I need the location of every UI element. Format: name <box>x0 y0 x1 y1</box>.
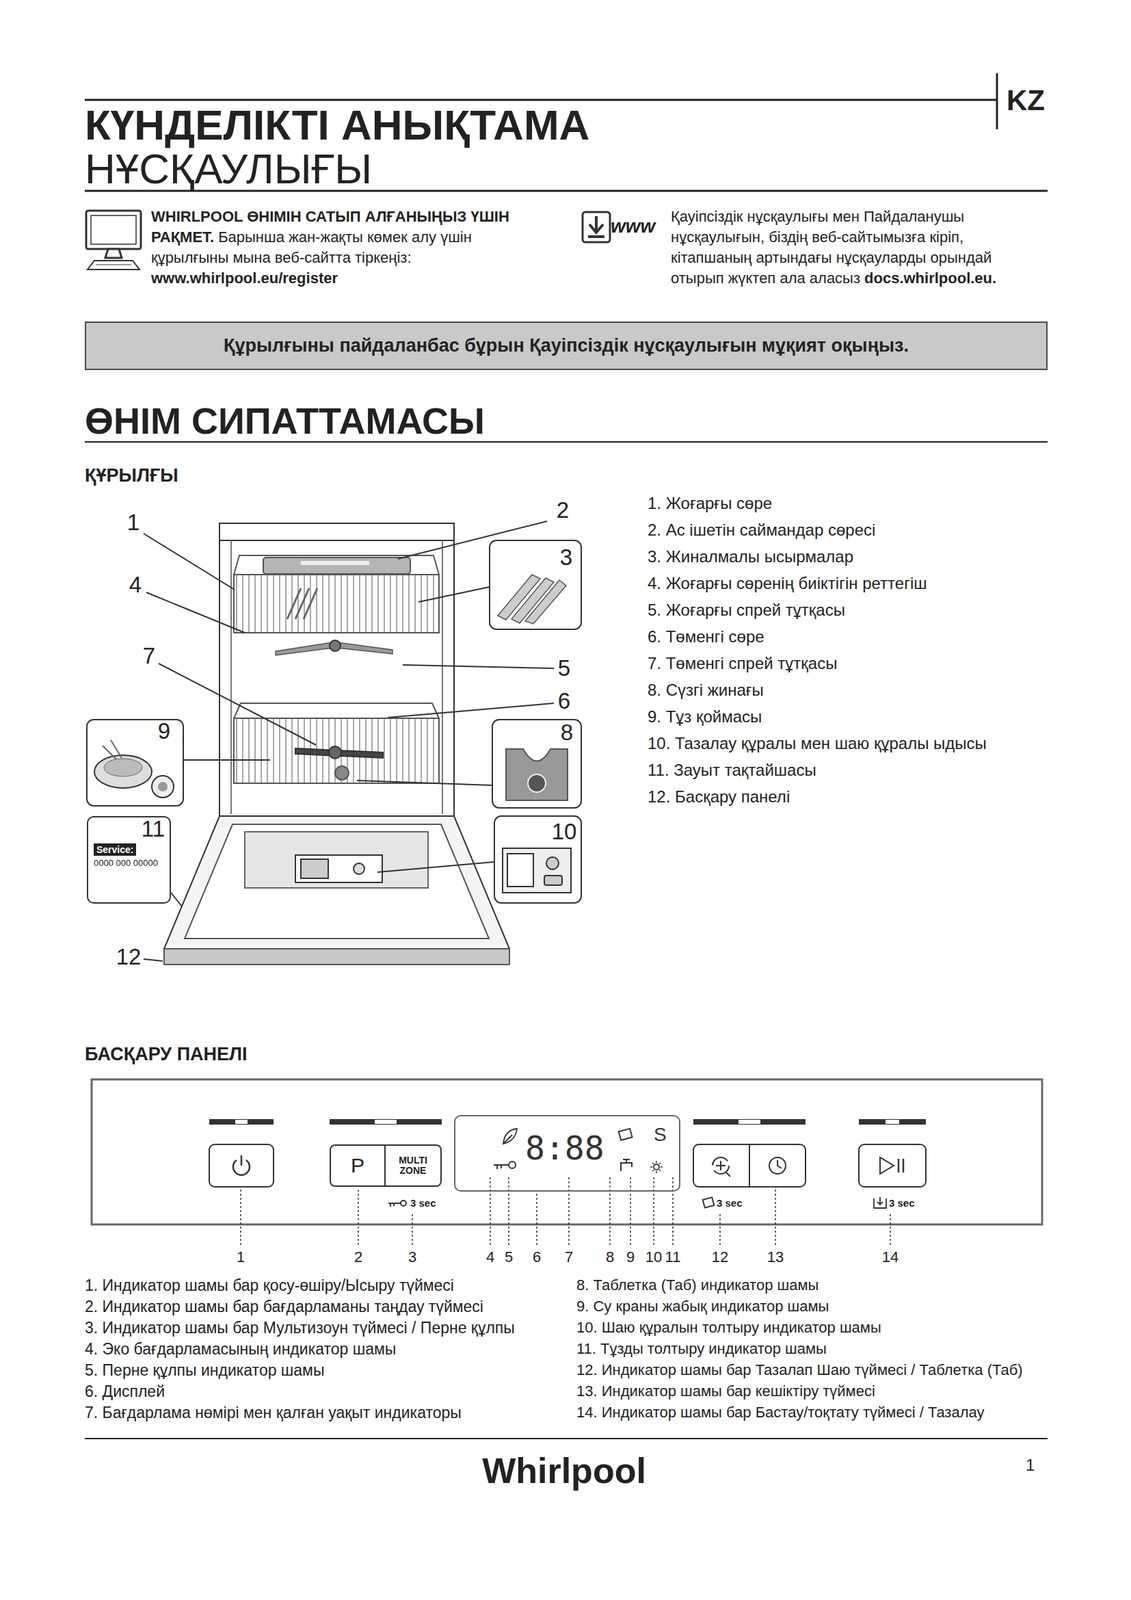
callout-number: 3 <box>408 1247 417 1266</box>
leader-lines <box>143 521 554 961</box>
callout-number: 8 <box>560 718 574 747</box>
monitor-icon <box>86 210 141 270</box>
brand-logo: Whirlpool <box>482 1448 647 1492</box>
parts-list-item: 12. Басқару панелі <box>647 787 790 807</box>
control-list-item: 12. Индикатор шамы бар Тазалап Шаю түйме… <box>576 1360 1023 1379</box>
callout-number: 13 <box>767 1247 784 1266</box>
callout-number: 5 <box>557 654 571 682</box>
dishwasher-drawing <box>164 523 510 965</box>
icon-text: www <box>610 214 656 238</box>
callout-number: 12 <box>711 1247 729 1266</box>
callout-number: 10 <box>551 817 578 846</box>
control-list-item: 10. Шаю құралын толтыру индикатор шамы <box>576 1318 882 1337</box>
control-list-item: 7. Бағдарлама нөмірі мен қалған уақыт ин… <box>84 1403 462 1423</box>
node-text: MULTI ZONE <box>391 1154 435 1175</box>
control-list-item: 8. Таблетка (Таб) индикатор шамы <box>576 1275 819 1294</box>
callout-number: 9 <box>157 717 171 745</box>
parts-list-item: 4. Жоғарғы сөренің биіктігін реттегіш <box>647 573 927 594</box>
parts-list-item: 10. Тазалау құралы мен шаю құралы ыдысы <box>647 733 987 754</box>
hold-time: 3 sec <box>716 1196 743 1209</box>
node-text: 8:88 <box>525 1128 605 1168</box>
parts-list-item: 6. Төменгі сөре <box>647 627 765 647</box>
callout-number: 7 <box>142 642 156 670</box>
callout-number: 1 <box>127 508 140 537</box>
page-title: КҮНДЕЛІКТІ АНЫҚТАМА <box>84 103 590 147</box>
hold-time: 3 sec <box>410 1196 437 1209</box>
control-list-item: 14. Индикатор шамы бар Бастау/тоқтату тү… <box>576 1403 985 1421</box>
control-list-item: 6. Дисплей <box>84 1381 165 1402</box>
program-button: P <box>329 1143 386 1187</box>
page-number: 1 <box>1025 1455 1035 1475</box>
sub-heading: БАСҚАРУ ПАНЕЛІ <box>84 1042 248 1065</box>
node-text: Құрылғыны пайдаланбас бұрын Қауіпсіздік … <box>223 335 909 357</box>
callout-number: 11 <box>665 1247 682 1266</box>
display-panel: 8:88 S <box>454 1114 681 1192</box>
rules <box>84 73 1048 1439</box>
control-list-item: 5. Перне құлпы индикатор шамы <box>84 1360 325 1380</box>
parts-list-item: 11. Зауыт тақтайшасы <box>647 760 817 781</box>
control-list-item: 4. Эко бағдарламасының индикатор шамы <box>84 1339 396 1359</box>
control-list-item: 3. Индикатор шамы бар Мультизоун түймесі… <box>84 1318 515 1338</box>
control-list-item: 9. Су краны жабық индикатор шамы <box>576 1297 829 1315</box>
sub-heading: ҚҰРЫЛҒЫ <box>84 464 179 487</box>
text-block: WHIRLPOOL ӨНІМІН САТЫП АЛҒАНЫҢЫЗ ҮШІН РА… <box>151 206 545 289</box>
callout-number: 7 <box>564 1247 574 1266</box>
node-text: S <box>653 1122 667 1147</box>
callout-number: 1 <box>236 1247 245 1266</box>
control-list-item: 1. Индикатор шамы бар қосу-өшіру/Ысыру т… <box>84 1275 455 1296</box>
callout-number: 6 <box>557 687 571 715</box>
control-list-item: 2. Индикатор шамы бар бағдарламаны таңда… <box>84 1297 484 1317</box>
title-line: НҰСҚАУЛЫҒЫ <box>84 147 372 191</box>
language-code: KZ <box>1006 83 1045 118</box>
multizone-button: MULTI ZONE <box>385 1143 442 1187</box>
notice-band: Құрылғыны пайдаланбас бұрын Қауіпсіздік … <box>84 321 1048 370</box>
web-address: docs.whirlpool.eu. <box>864 269 997 287</box>
callout-number: 9 <box>626 1247 635 1266</box>
callout-number: 5 <box>504 1247 513 1266</box>
callout-number: 12 <box>116 942 142 971</box>
callout-number: 6 <box>532 1247 541 1266</box>
parts-list-item: 9. Тұз қоймасы <box>647 707 762 727</box>
detail-insets <box>86 540 582 903</box>
callout-number: 2 <box>354 1247 363 1266</box>
callout-number: 10 <box>645 1247 662 1266</box>
parts-list-item: 3. Жиналмалы ысырмалар <box>647 547 854 567</box>
control-panel-drawing <box>91 1079 1043 1224</box>
hold-time: 3 sec <box>888 1196 915 1209</box>
callout-number: 3 <box>560 543 573 571</box>
parts-list-item: 2. Ас ішетін саймандар сөресі <box>647 520 876 541</box>
parts-list-item: 5. Жоғарғы спрей тұтқасы <box>647 600 846 621</box>
node-text: Service: <box>93 843 137 856</box>
parts-list-item: 1. Жоғарғы сөре <box>647 493 773 514</box>
web-address: www.whirlpool.eu/register <box>151 268 541 289</box>
download-icon <box>582 211 610 243</box>
parts-list-item: 7. Төменгі спрей тұтқасы <box>647 653 837 674</box>
callout-number: 8 <box>605 1247 615 1266</box>
callout-number: 4 <box>486 1247 495 1266</box>
callout-number: 2 <box>556 496 569 524</box>
section-heading: ӨНІМ СИПАТТАМАСЫ <box>84 402 485 439</box>
parts-list-item: 8. Сүзгі жинағы <box>647 680 764 701</box>
node-text: 0000 000 00000 <box>93 857 166 868</box>
callout-number: 14 <box>882 1247 899 1266</box>
callout-number: 4 <box>129 570 142 599</box>
control-list-item: 13. Индикатор шамы бар кешіктіру түймесі <box>576 1381 876 1400</box>
callout-number: 11 <box>141 815 165 843</box>
text-block: Қауіпсіздік нұсқаулығы мен Пайдаланушы н… <box>670 206 1020 289</box>
node-text: P <box>350 1153 365 1177</box>
control-list-item: 11. Тұзды толтыру индикатор шамы <box>576 1339 827 1358</box>
